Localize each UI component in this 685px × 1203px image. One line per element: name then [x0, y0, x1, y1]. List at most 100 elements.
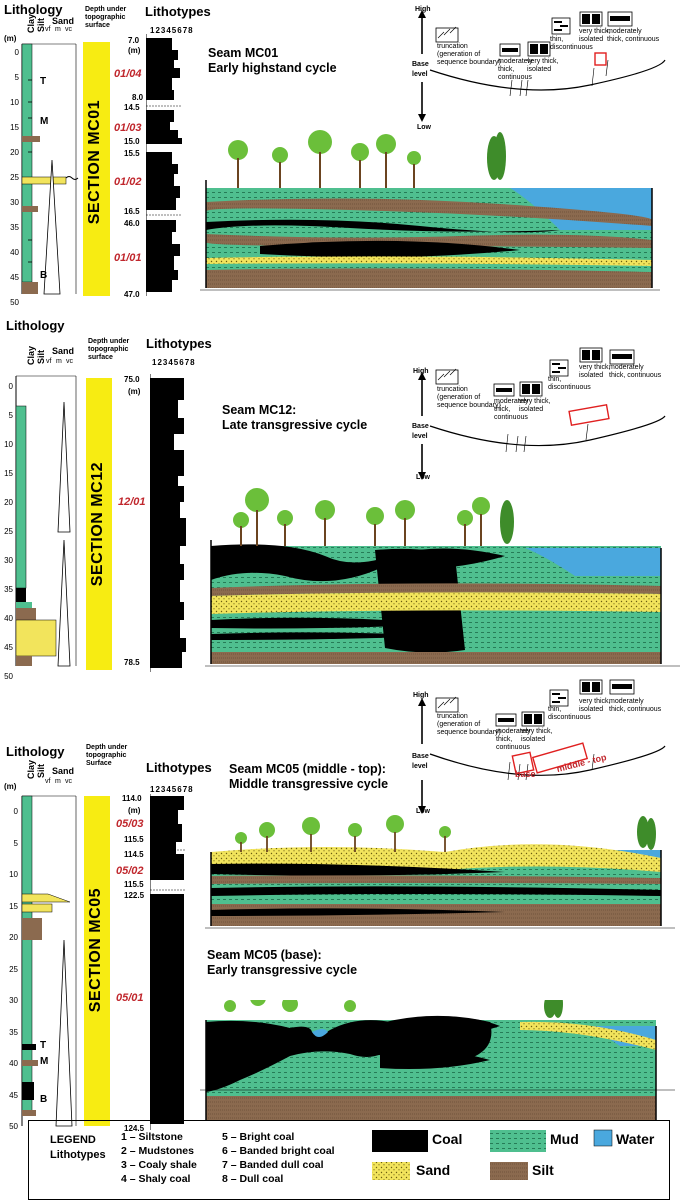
depth-mc01-0: 7.0	[128, 36, 140, 45]
depth-mc05-0: 114.0	[122, 794, 142, 803]
legend-silt-label: Silt	[532, 1162, 554, 1178]
sample-05-01: 05/01	[116, 992, 144, 1004]
grain-silt-3: Silt	[36, 764, 46, 779]
depth-mc05-1: 115.5	[124, 835, 144, 844]
sample-12-01: 12/01	[118, 496, 146, 508]
grain-vf-2: vf	[46, 358, 52, 365]
grain-sand-3: Sand	[52, 766, 75, 776]
sample-01-04: 01/04	[114, 68, 142, 80]
bl-s4-1: thin,discontinuous	[550, 36, 593, 51]
grain-vf: vf	[45, 26, 51, 33]
legend-subtitle: Lithotypes	[50, 1149, 106, 1161]
lithotype-log-mc01	[146, 34, 182, 296]
bl-s5-2: very thick,isolated	[579, 364, 611, 379]
swatch-water	[593, 1129, 613, 1147]
section-label-mc05: SECTION MC05	[87, 888, 104, 1013]
legend-swatches	[372, 1129, 613, 1180]
bl-high-1: High	[415, 6, 431, 13]
unit-m-mc01: (m)	[128, 46, 141, 55]
unit-m-mc12: (m)	[128, 387, 141, 396]
lithotypes-title-3: Lithotypes	[146, 760, 212, 775]
legend-sand-label: Sand	[416, 1162, 451, 1178]
lithotype-numbers-3: 12345678	[150, 785, 194, 794]
section-bar-mc05	[84, 796, 110, 1126]
grain-clay: Clay	[26, 14, 36, 34]
sample-01-02: 01/02	[114, 176, 142, 188]
seam-title-mc12: Seam MC12:Late transgressive cycle	[222, 403, 368, 432]
sample-01-03: 01/03	[114, 122, 142, 134]
mark-t: T	[40, 76, 47, 87]
mark-b-3: B	[40, 1094, 48, 1105]
unit-m-3: (m)	[4, 782, 17, 791]
depth-mc01-5: 16.5	[124, 207, 140, 216]
bl-low-2: Low	[416, 474, 430, 481]
bl-s5-1: very thick,isolated	[579, 28, 611, 43]
grain-vc-2: vc	[66, 358, 73, 365]
legend-title: LEGEND	[50, 1134, 96, 1146]
bl-low-1: Low	[417, 124, 431, 131]
lithotype-numbers: 12345678	[150, 26, 194, 35]
seam-title-mc05-top: Seam MC05 (middle - top):Middle transgre…	[229, 762, 389, 791]
depth-mc01-7: 47.0	[124, 290, 140, 299]
sample-01-01: 01/01	[114, 252, 142, 264]
sample-05-03: 05/03	[116, 818, 144, 830]
bl-low-3: Low	[416, 808, 430, 815]
cross-section-mc05-top	[205, 815, 675, 929]
section-label-mc12: SECTION MC12	[89, 462, 106, 587]
swatch-coal	[372, 1130, 428, 1152]
bl-s5-3: very thick,isolated	[579, 698, 611, 713]
section-label-mc01: SECTION MC01	[86, 100, 103, 225]
swatch-sand	[372, 1162, 410, 1180]
bl-s4-2: thin,discontinuous	[548, 376, 591, 391]
depth-mc01-1: 8.0	[132, 93, 144, 102]
seam-title-mc05-base: Seam MC05 (base):Early transgressive cyc…	[207, 948, 358, 977]
unit-m-mc05: (m)	[128, 806, 141, 815]
bl-s4-3: thin,discontinuous	[548, 706, 591, 721]
base-level-diagram-1	[418, 10, 666, 122]
mark-m-3: M	[40, 1056, 49, 1067]
mark-t-3: T	[40, 1040, 47, 1051]
bl-high-3: High	[413, 692, 429, 699]
grain-vc-3: vc	[65, 778, 72, 785]
lithotype-numbers-2: 12345678	[152, 358, 196, 367]
swatch-silt	[490, 1162, 528, 1180]
lithotype-log-mc05	[150, 794, 186, 1130]
grain-clay-2: Clay	[26, 346, 36, 366]
grain-silt-2: Silt	[36, 350, 46, 365]
mark-m: M	[40, 116, 49, 127]
lithology-title: Lithology	[4, 2, 63, 17]
bl-base-tag: base	[515, 769, 536, 779]
lithology-title-3: Lithology	[6, 744, 65, 759]
lithotype-log-mc12	[150, 374, 186, 672]
bl-s3-3: very thick,isolated	[521, 728, 553, 743]
grain-m: m	[55, 26, 61, 33]
lithotypes-title: Lithotypes	[145, 4, 211, 19]
depth-mc01-2: 14.5	[124, 103, 140, 112]
base-level-diagram-2	[418, 347, 666, 480]
mark-b: B	[40, 270, 48, 281]
sample-05-02: 05/02	[116, 865, 144, 877]
depth-mc01-4: 15.5	[124, 149, 140, 158]
cross-section-mc12	[205, 488, 680, 667]
base-level-diagram-3	[418, 679, 666, 814]
grain-vf-3: vf	[45, 778, 51, 785]
section-bar-mc12	[86, 378, 112, 670]
legend-box	[28, 1120, 670, 1200]
